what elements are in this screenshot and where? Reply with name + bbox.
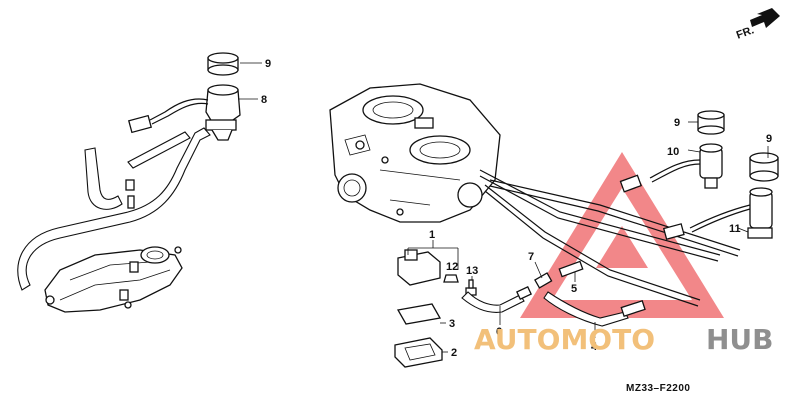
control-unit-1 — [397, 249, 441, 286]
callout-1: 1 — [429, 229, 435, 241]
callout-8: 8 — [261, 94, 267, 106]
solenoid-valve-right-11 — [662, 187, 773, 240]
front-direction-arrow-icon — [750, 8, 780, 28]
callout-11: 11 — [729, 223, 741, 235]
callout-13: 13 — [466, 265, 478, 277]
cap-right-top-9 — [697, 110, 725, 135]
watermark-text-auto: AUTOMOTO — [474, 323, 655, 356]
throttle-body-assembly — [329, 83, 501, 223]
callout-4: 4 — [591, 341, 598, 353]
vacuum-tubes — [479, 169, 741, 307]
solenoid-valve-right-10 — [619, 143, 723, 193]
hose-4 — [543, 291, 646, 327]
callout-9-right: 9 — [766, 133, 772, 145]
pad-3 — [396, 303, 442, 325]
callout-7: 7 — [528, 251, 534, 263]
front-direction-label: FR. — [735, 24, 756, 41]
bolt-12 — [443, 274, 459, 283]
callout-5: 5 — [571, 283, 577, 295]
drawing-code: MZ33–F2200 — [626, 383, 690, 394]
callout-9-top-left: 9 — [265, 58, 271, 70]
hose-5 — [558, 260, 584, 278]
cap-right-bottom-9 — [749, 152, 779, 182]
hose-6 — [461, 285, 532, 313]
intake-manifold-assembly — [17, 127, 211, 313]
watermark-text-hub: HUB — [706, 323, 774, 356]
callout-6: 6 — [496, 326, 502, 338]
leader-lines — [238, 62, 769, 353]
callout-10: 10 — [667, 146, 679, 158]
callout-12: 12 — [446, 261, 458, 273]
callout-2: 2 — [451, 347, 457, 359]
callout-9-right-top: 9 — [674, 117, 680, 129]
solenoid-valve-top-left — [127, 52, 241, 141]
callout-3: 3 — [449, 318, 455, 330]
bracket-2 — [394, 337, 443, 368]
